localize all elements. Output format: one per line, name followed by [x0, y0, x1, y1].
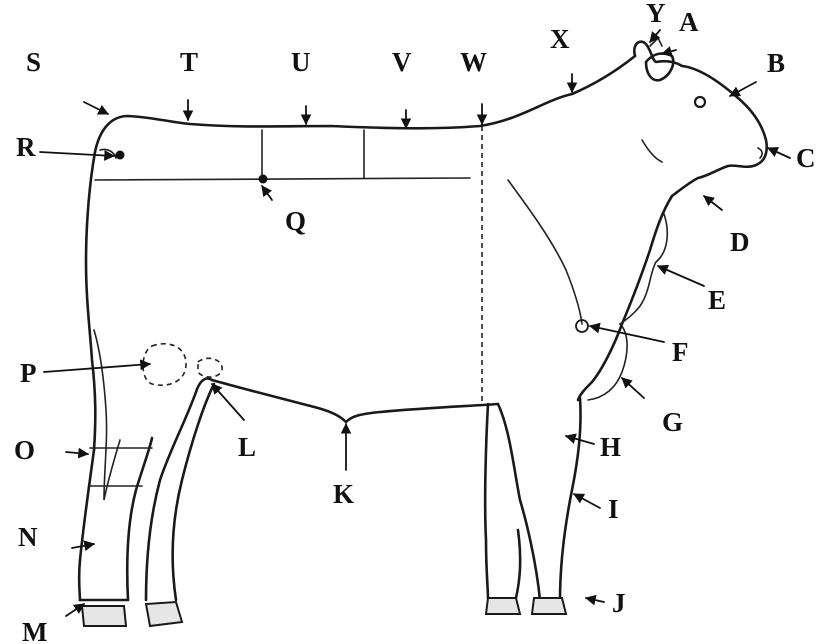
hoof-rear-near	[82, 606, 126, 626]
label-E: E	[708, 285, 726, 315]
hind-leg-near	[173, 384, 214, 600]
arrow-C	[768, 148, 790, 158]
label-M: M	[22, 617, 47, 644]
front-leg-near	[560, 398, 581, 600]
label-B: B	[767, 48, 785, 78]
label-F: F	[672, 337, 689, 367]
cheek-line	[642, 140, 662, 162]
arrow-M	[66, 604, 84, 616]
hoof-front-near	[532, 598, 566, 614]
cow-outline	[79, 38, 767, 626]
arrow-E	[658, 266, 704, 286]
belly	[212, 380, 498, 422]
label-N: N	[18, 522, 38, 552]
label-Q: Q	[285, 206, 306, 236]
label-D: D	[730, 227, 750, 257]
front-leg-far-back	[516, 530, 520, 598]
arrow-I	[574, 494, 600, 508]
pin-bone-dot	[116, 151, 125, 160]
arrow-L	[212, 384, 244, 420]
arrow-R	[40, 152, 114, 156]
eye	[695, 97, 705, 107]
part-labels: A B C D E F G H I J K L M N O P Q R S T …	[14, 0, 816, 644]
arrow-B	[730, 82, 756, 96]
label-J: J	[612, 588, 626, 618]
label-T: T	[180, 47, 198, 77]
arrow-J	[586, 598, 604, 602]
label-V: V	[392, 47, 412, 77]
label-K: K	[333, 479, 354, 509]
label-C: C	[796, 143, 816, 173]
label-O: O	[14, 435, 35, 465]
arrow-P	[44, 364, 150, 372]
arrow-G	[622, 378, 644, 398]
label-G: G	[662, 407, 683, 437]
head-outline	[634, 42, 766, 196]
topline	[95, 56, 635, 152]
throat-brisket	[578, 196, 672, 400]
label-Y: Y	[646, 0, 666, 28]
muzzle	[758, 148, 762, 158]
arrow-O	[66, 452, 88, 454]
loin-line	[95, 178, 470, 180]
label-X: X	[550, 24, 570, 54]
label-W: W	[460, 47, 487, 77]
arrow-Q	[262, 186, 272, 200]
label-S: S	[26, 47, 41, 77]
label-R: R	[16, 132, 36, 162]
hoof-front-far	[486, 598, 520, 614]
ear	[646, 54, 673, 81]
front-leg-far	[485, 404, 488, 598]
arrow-N	[72, 544, 94, 548]
hip-dot	[259, 175, 268, 184]
teat-outline	[198, 358, 222, 377]
label-H: H	[600, 432, 621, 462]
label-A: A	[679, 7, 699, 37]
label-U: U	[291, 47, 311, 77]
rear-quarter	[86, 152, 95, 450]
arrow-S	[84, 102, 108, 114]
label-I: I	[608, 494, 619, 524]
label-L: L	[238, 432, 256, 462]
hind-leg-rear-front	[127, 438, 152, 600]
hoof-rear-far	[146, 602, 182, 626]
arrow-D	[704, 196, 722, 210]
hind-leg-rear	[79, 450, 94, 600]
tail	[94, 330, 120, 500]
label-P: P	[20, 358, 37, 388]
shoulder-line	[508, 180, 582, 324]
